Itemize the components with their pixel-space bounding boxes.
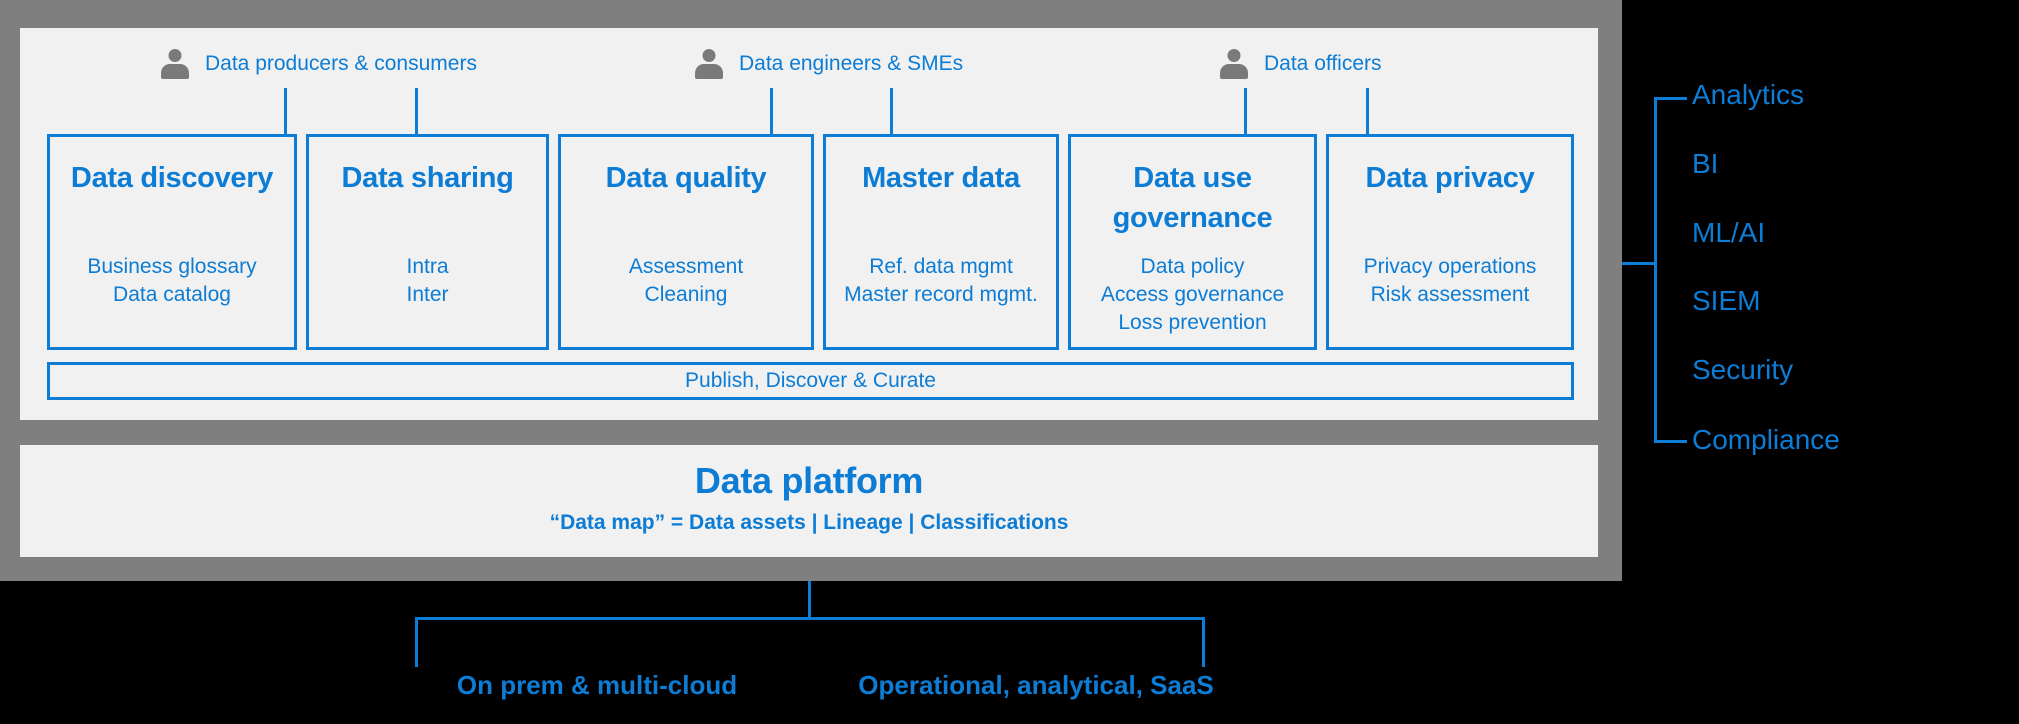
person-icon — [694, 49, 724, 79]
persona-data-engineers-smes: Data engineers & SMEs — [694, 47, 963, 81]
platform-title: Data platform — [694, 460, 924, 501]
capability-box-data-sharing: Data sharing Intra Inter — [306, 134, 549, 350]
consumer-item-bi: BI — [1692, 148, 1719, 179]
consumer-item-security: Security — [1692, 354, 1794, 385]
box-item: Access governance — [1100, 283, 1285, 306]
box-title: Data use governance — [1112, 162, 1273, 234]
persona-data-producers-consumers: Data producers & consumers — [160, 47, 477, 81]
consumer-item-compliance: Compliance — [1692, 424, 1840, 455]
box-item: Privacy operations — [1363, 255, 1537, 278]
bracket-line — [1654, 97, 1657, 443]
box-item: Inter — [406, 283, 449, 306]
box-item: Cleaning — [644, 283, 728, 306]
box-item: Loss prevention — [1118, 311, 1267, 334]
persona-label: Data officers — [1264, 52, 1382, 75]
box-items: Business glossary Data catalog — [50, 253, 294, 309]
bracket-line — [1622, 262, 1655, 265]
box-item: Data policy — [1140, 255, 1245, 278]
capability-box-data-quality: Data quality Assessment Cleaning — [558, 134, 814, 350]
capability-box-data-discovery: Data discovery Business glossary Data ca… — [47, 134, 297, 350]
box-items: Assessment Cleaning — [561, 253, 811, 309]
connector-line — [890, 88, 893, 134]
connector-line — [808, 581, 811, 620]
box-title: Data discovery — [70, 162, 274, 194]
person-icon — [160, 49, 190, 79]
publish-bar-label: Publish, Discover & Curate — [685, 369, 936, 392]
capability-box-data-use-governance: Data use governance Data policy Access g… — [1068, 134, 1317, 350]
governance-capabilities-panel — [20, 28, 1598, 420]
capability-box-master-data: Master data Ref. data mgmt Master record… — [823, 134, 1059, 350]
persona-label: Data engineers & SMEs — [739, 52, 964, 75]
box-item: Intra — [406, 255, 449, 278]
connector-line — [415, 88, 418, 134]
publish-discover-curate-bar: Publish, Discover & Curate — [47, 362, 1574, 400]
consumer-item-ml-ai: ML/AI — [1692, 217, 1766, 248]
box-item: Data catalog — [113, 283, 231, 306]
consumer-item-siem: SIEM — [1692, 285, 1761, 316]
box-title: Master data — [862, 162, 1020, 194]
box-item: Assessment — [628, 255, 744, 278]
box-items: Privacy operations Risk assessment — [1329, 253, 1571, 309]
persona-data-officers: Data officers — [1219, 47, 1382, 81]
connector-line — [1244, 88, 1247, 134]
connector-line — [284, 88, 287, 134]
capability-box-data-privacy: Data privacy Privacy operations Risk ass… — [1326, 134, 1574, 350]
source-label-on-prem: On prem & multi-cloud — [456, 670, 738, 700]
box-items: Intra Inter — [309, 253, 546, 309]
data-platform-panel: Data platform “Data map” = Data assets |… — [20, 445, 1598, 557]
persona-label: Data producers & consumers — [205, 52, 477, 75]
box-item: Ref. data mgmt — [869, 255, 1013, 278]
bracket-line — [1654, 440, 1687, 443]
connector-line — [415, 617, 1205, 620]
box-items: Ref. data mgmt Master record mgmt. — [826, 253, 1056, 309]
box-title: Data sharing — [341, 162, 514, 194]
box-title: Data privacy — [1365, 162, 1535, 194]
platform-subtitle: “Data map” = Data assets | Lineage | Cla… — [549, 511, 1069, 534]
consumer-item-analytics: Analytics — [1692, 79, 1805, 110]
box-item: Risk assessment — [1370, 283, 1530, 306]
box-item: Master record mgmt. — [844, 283, 1038, 306]
source-label-operational: Operational, analytical, SaaS — [858, 670, 1214, 700]
connector-line — [1202, 617, 1205, 667]
box-item: Business glossary — [87, 255, 257, 278]
connector-line — [1366, 88, 1369, 134]
box-title: Data quality — [605, 162, 767, 194]
person-icon — [1219, 49, 1249, 79]
connector-line — [770, 88, 773, 134]
box-items: Data policy Access governance Loss preve… — [1071, 253, 1314, 337]
connector-line — [415, 617, 418, 667]
bracket-line — [1654, 97, 1687, 100]
